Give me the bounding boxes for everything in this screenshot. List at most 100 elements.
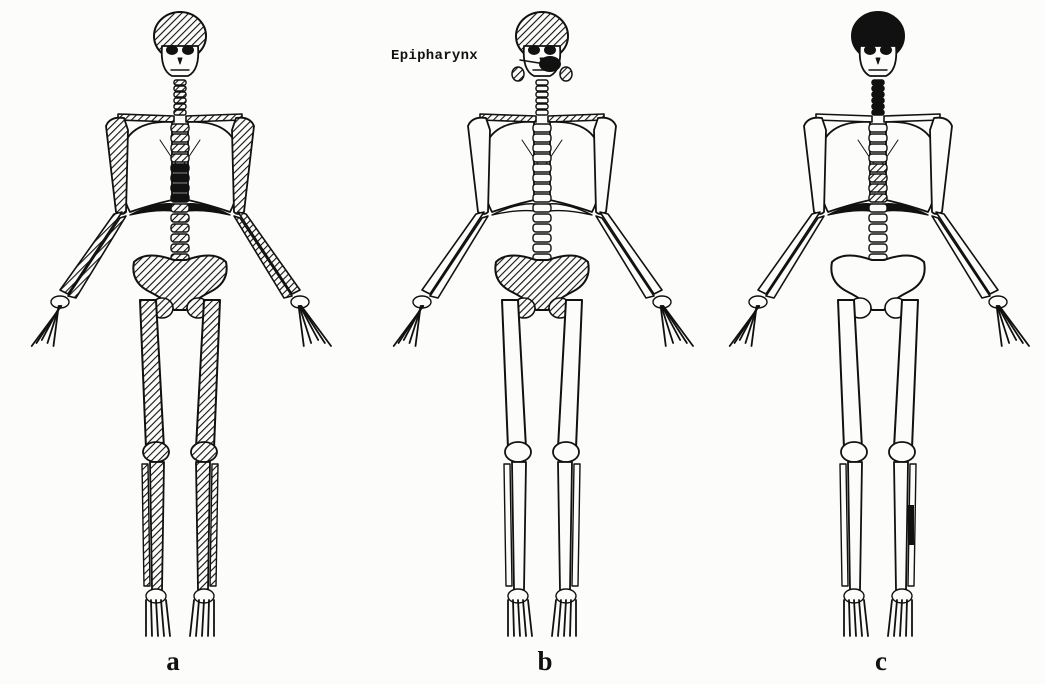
vertebra: [171, 244, 189, 252]
vertebra: [869, 244, 887, 252]
cervical-vertebra: [872, 110, 884, 115]
vertebra: [869, 224, 887, 232]
right-femur: [196, 300, 220, 448]
left-toe: [161, 600, 164, 636]
cervical-vertebra: [872, 80, 884, 85]
left-toe: [166, 600, 170, 636]
right-humerus: [930, 118, 952, 214]
vertebra: [869, 184, 887, 192]
left-tibia: [848, 462, 862, 590]
left-eye-socket: [166, 45, 178, 55]
vertebra: [869, 204, 887, 212]
vertebra: [869, 134, 887, 142]
panel-label-a: a: [153, 646, 193, 677]
vertebra: [533, 204, 551, 212]
vertebra: [171, 144, 189, 152]
panel-label-b: b: [525, 646, 565, 677]
cervical-vertebra: [536, 86, 548, 91]
vertebra: [171, 164, 189, 172]
right-toe: [888, 600, 892, 636]
vertebra: [171, 184, 189, 192]
left-fibula: [840, 464, 848, 586]
vertebra: [171, 234, 189, 242]
vertebra: [171, 214, 189, 222]
vertebra: [171, 124, 189, 132]
right-fibula: [572, 464, 580, 586]
right-fibula: [210, 464, 218, 586]
left-humerus: [804, 118, 826, 214]
left-femur: [140, 300, 164, 448]
left-clavicle: [816, 114, 872, 122]
left-radius: [422, 212, 484, 294]
right-toe: [564, 600, 566, 636]
right-femur: [894, 300, 918, 448]
right-ulna: [932, 216, 990, 298]
left-fibula: [504, 464, 512, 586]
vertebra: [533, 194, 551, 202]
cervical-vertebra: [536, 92, 548, 97]
left-femur: [838, 300, 862, 448]
left-tibia: [512, 462, 526, 590]
left-eye-socket: [864, 45, 876, 55]
right-toe: [190, 600, 194, 636]
left-toe: [518, 600, 520, 636]
right-tibia: [558, 462, 572, 590]
vertebra: [171, 224, 189, 232]
vertebra: [533, 234, 551, 242]
right-humerus: [232, 118, 254, 214]
cervical-vertebra: [174, 80, 186, 85]
vertebra: [533, 244, 551, 252]
right-toe: [202, 600, 204, 636]
left-radius: [60, 212, 122, 294]
cervical-vertebra: [536, 98, 548, 103]
left-ulna: [430, 216, 488, 298]
vertebra: [533, 144, 551, 152]
left-toe: [854, 600, 856, 636]
vertebra: [869, 164, 887, 172]
right-toe: [906, 600, 907, 636]
vertebra: [533, 134, 551, 142]
right-eye-socket: [182, 45, 194, 55]
left-ulna: [68, 216, 126, 298]
left-toe: [156, 600, 158, 636]
right-knee: [191, 442, 217, 462]
cervical-vertebra: [872, 92, 884, 97]
vertebra: [171, 174, 189, 182]
right-ulna: [596, 216, 654, 298]
cervical-vertebra: [536, 104, 548, 109]
skeleton-b: [394, 12, 693, 636]
vertebra: [533, 164, 551, 172]
left-eye-socket: [528, 45, 540, 55]
cervical-vertebra: [174, 98, 186, 103]
right-toe: [208, 600, 209, 636]
left-toe: [849, 600, 850, 636]
left-humerus: [106, 118, 128, 214]
right-toe: [570, 600, 571, 636]
vertebra: [533, 184, 551, 192]
left-knee: [505, 442, 531, 462]
right-femur: [558, 300, 582, 448]
right-humerus: [594, 118, 616, 214]
vertebra: [533, 154, 551, 162]
right-eye-socket: [544, 45, 556, 55]
left-toe: [523, 600, 526, 636]
left-femur: [502, 300, 526, 448]
right-clavicle: [186, 114, 242, 122]
right-toe: [900, 600, 902, 636]
vertebra: [171, 204, 189, 212]
vertebra: [171, 154, 189, 162]
vertebra: [869, 194, 887, 202]
cervical-vertebra: [536, 80, 548, 85]
left-knee: [143, 442, 169, 462]
left-toe: [151, 600, 152, 636]
right-toe: [196, 600, 199, 636]
right-tibia: [894, 462, 908, 590]
vertebra: [533, 174, 551, 182]
vertebra: [171, 194, 189, 202]
cervical-vertebra: [872, 86, 884, 91]
right-toe: [552, 600, 556, 636]
epipharynx-label: Epipharynx: [391, 48, 478, 64]
left-tibia: [150, 462, 164, 590]
right-jaw-node: [560, 67, 572, 81]
